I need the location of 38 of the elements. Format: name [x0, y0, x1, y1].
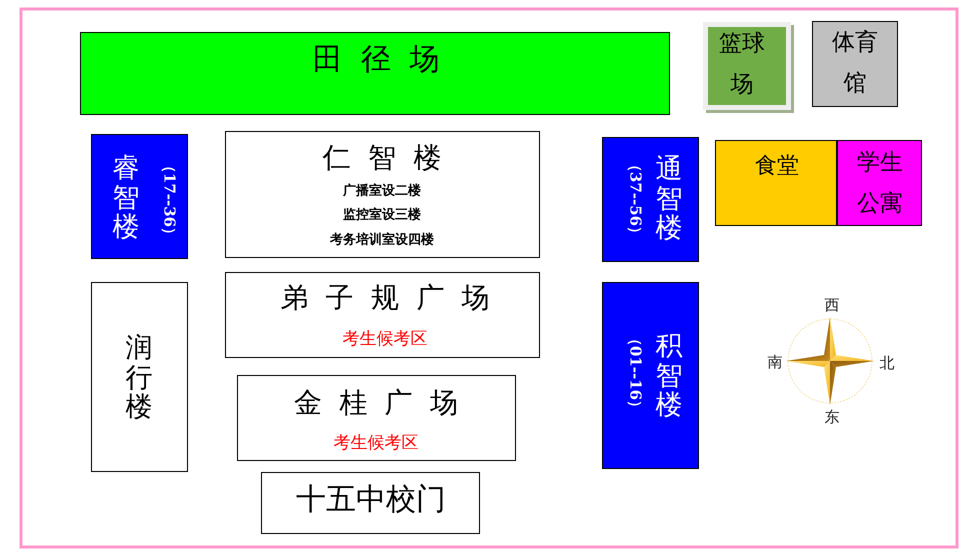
building-name: 学生公寓 — [856, 148, 904, 219]
building-name: 润行楼 — [126, 333, 152, 423]
gate-name: 十五中校门 — [296, 482, 446, 518]
room-range: （37--56） — [626, 156, 644, 242]
waiting-area-note: 考生候考区 — [334, 434, 418, 454]
direction-label: 南 — [768, 354, 782, 370]
school-gate — [261, 472, 480, 534]
track-field — [80, 32, 670, 115]
building-block — [602, 137, 699, 262]
field-name: 田 径 场 — [312, 42, 440, 78]
gym-building — [812, 21, 898, 107]
building-block — [91, 134, 188, 259]
room-note: 广播室设二楼 — [343, 184, 421, 200]
building-name: 积智楼 — [656, 331, 682, 421]
building-name: 食堂 — [755, 153, 799, 179]
room-range: （17--36） — [160, 158, 178, 242]
dormitory-building — [837, 140, 922, 226]
plaza-name: 金 桂 广 场 — [294, 386, 458, 420]
building-name: 仁 智 楼 — [322, 142, 442, 174]
plaza-name: 弟 子 规 广 场 — [280, 282, 490, 314]
room-note: 监控室设三楼 — [343, 208, 421, 224]
building-name: 睿智楼 — [112, 153, 140, 243]
building-block — [91, 282, 188, 472]
room-range: （01--16） — [626, 330, 644, 416]
basketball-court — [703, 22, 791, 110]
building-name: 通智楼 — [656, 154, 682, 244]
building-block — [225, 131, 540, 258]
direction-label: 北 — [880, 354, 894, 372]
room-note: 考务培训室设四楼 — [330, 234, 434, 248]
waiting-area-note: 考生候考区 — [342, 330, 428, 350]
direction-label: 西 — [824, 296, 840, 314]
plaza-area — [237, 375, 516, 461]
plaza-area — [225, 272, 540, 358]
building-name: 体育馆 — [831, 28, 879, 99]
court-name: 篮球场 — [718, 30, 766, 100]
canteen-building — [715, 140, 837, 226]
direction-label: 东 — [824, 408, 840, 426]
building-block — [602, 282, 699, 469]
